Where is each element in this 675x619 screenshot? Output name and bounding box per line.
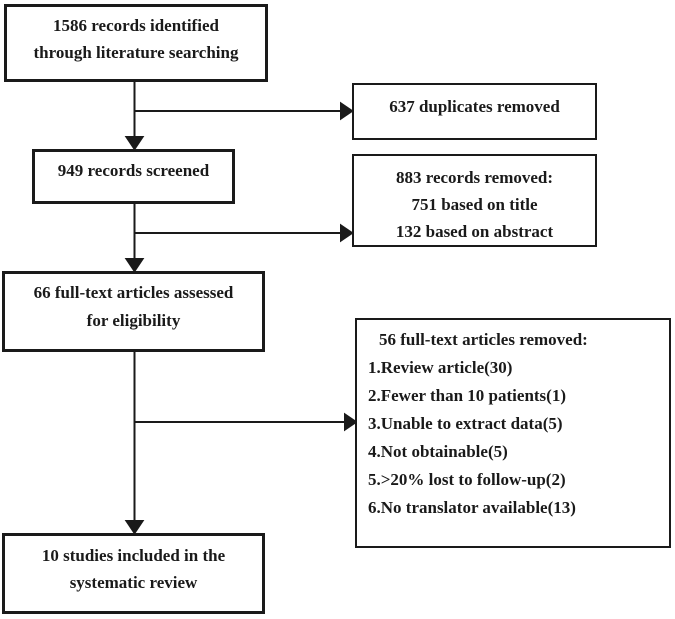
node-fulltext-assessed: 66 full-text articles assessed for eligi… [2,271,265,352]
node-text-line: 949 records screened [57,161,210,180]
arrowhead-down-included [124,520,145,535]
removal-reason-item: 3.Unable to extract data(5) [368,414,563,433]
arrowhead-down-assessed [124,258,145,273]
node-heading: 56 full-text articles removed: [379,330,588,349]
node-text-line: systematic review [69,573,198,592]
node-text-line: 10 studies included in the [41,546,226,565]
node-studies-included: 10 studies included in the systematic re… [2,533,265,614]
node-text-line: 132 based on abstract [395,222,554,241]
node-text-line: through literature searching [33,43,239,62]
arrowhead-right-duplicates [340,101,354,121]
node-records-removed: 883 records removed: 751 based on title … [352,154,597,247]
node-text-line: 1586 records identified [53,16,219,35]
removal-reason-item: 6.No translator available(13) [368,498,576,517]
node-fulltext-removed: 56 full-text articles removed: 1.Review … [355,318,671,548]
removal-reason-item: 1.Review article(30) [368,358,513,377]
node-text-line: for eligibility [86,311,181,330]
node-text-line: 883 records removed: [395,168,554,187]
node-records-screened: 949 records screened [32,149,235,204]
removal-reason-item: 4.Not obtainable(5) [368,442,508,461]
node-text-line: 66 full-text articles assessed [33,283,234,302]
node-records-identified: 1586 records identified through literatu… [4,4,268,82]
removal-reason-item: 5.>20% lost to follow-up(2) [368,470,566,489]
node-text-line: 637 duplicates removed [389,97,560,116]
node-duplicates-removed: 637 duplicates removed [352,83,597,140]
node-text-line: 751 based on title [411,195,538,214]
arrowhead-right-records-removed [340,223,354,243]
arrowhead-down-screened [124,136,145,151]
removal-reason-item: 2.Fewer than 10 patients(1) [368,386,566,405]
